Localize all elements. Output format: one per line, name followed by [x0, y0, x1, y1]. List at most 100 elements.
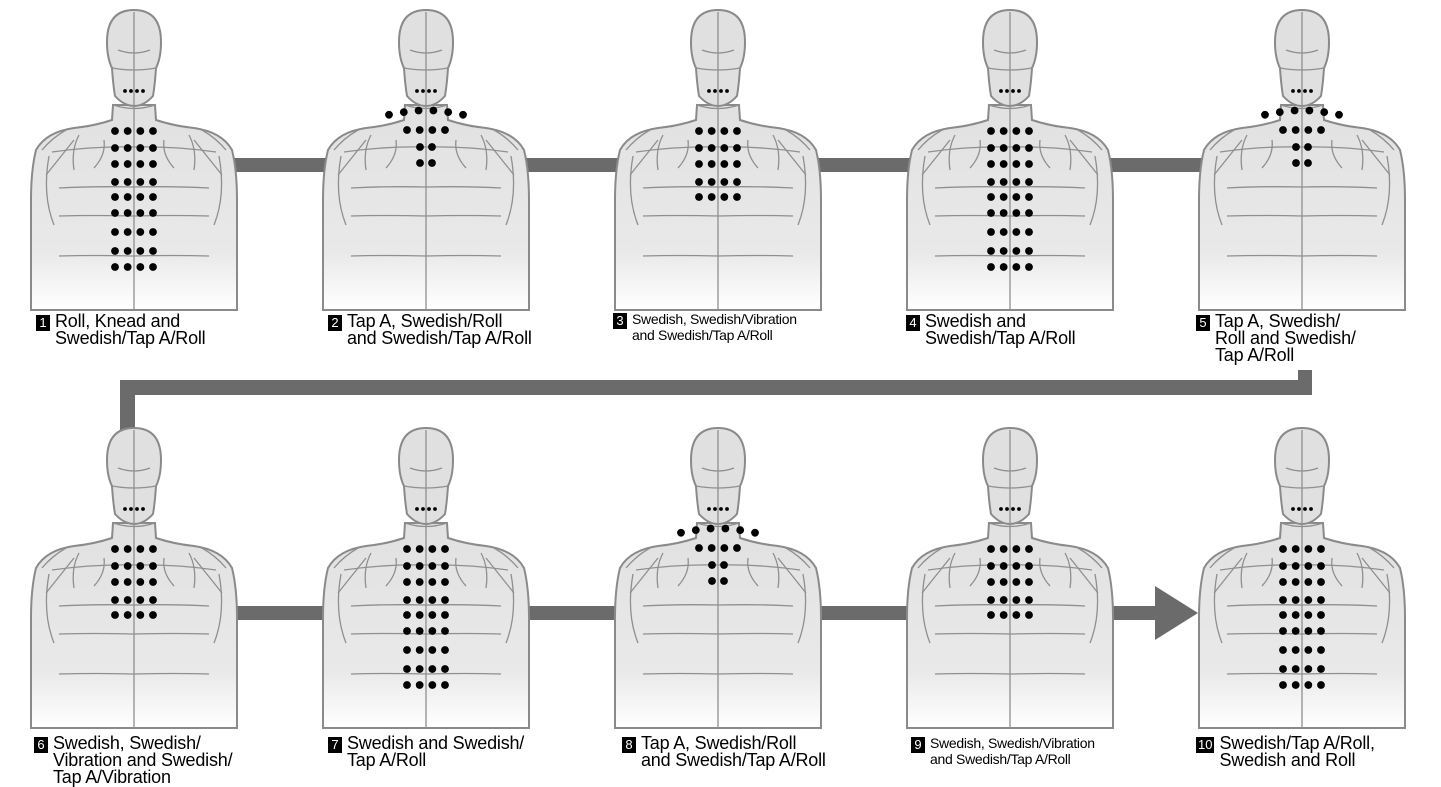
massage-point-dot	[1304, 681, 1312, 689]
massage-point-dot	[1292, 578, 1300, 586]
massage-point-dot	[428, 562, 436, 570]
massage-point-dot	[987, 127, 995, 135]
massage-point-dot	[1279, 562, 1287, 570]
massage-point-dot	[136, 545, 144, 553]
massage-point-dot	[1304, 143, 1312, 151]
massage-point-dot	[111, 144, 119, 152]
massage-point-dot	[149, 209, 157, 217]
massage-point-dot	[111, 228, 119, 236]
body-figure-5	[1199, 10, 1405, 310]
massage-point-dot	[1279, 578, 1287, 586]
massage-point-dot	[987, 193, 995, 201]
massage-point-dot	[400, 108, 408, 116]
massage-point-dot	[428, 627, 436, 635]
massage-point-dot	[1025, 144, 1033, 152]
massage-point-dot	[111, 578, 119, 586]
neck-dot	[713, 89, 717, 93]
step-description: Swedish and Swedish/ Tap A/Roll	[347, 735, 524, 769]
neck-dot	[1291, 507, 1295, 511]
massage-point-dot	[1317, 646, 1325, 654]
massage-point-dot	[1012, 144, 1020, 152]
step-description: Tap A, Swedish/Roll and Swedish/Tap A/Ro…	[641, 735, 826, 769]
neck-dot	[433, 89, 437, 93]
neck-dot	[1303, 507, 1307, 511]
massage-point-dot	[403, 681, 411, 689]
massage-point-dot	[1025, 596, 1033, 604]
massage-point-dot	[1304, 562, 1312, 570]
step-number-badge: 2	[328, 315, 342, 331]
massage-point-dot	[1025, 193, 1033, 201]
massage-point-dot	[1012, 127, 1020, 135]
massage-point-dot	[1012, 596, 1020, 604]
flow-arrow-head	[1155, 586, 1198, 640]
massage-point-dot	[111, 611, 119, 619]
contour-line	[59, 634, 209, 635]
massage-point-dot	[708, 561, 716, 569]
massage-point-dot	[428, 159, 436, 167]
massage-point-dot	[111, 127, 119, 135]
contour-line	[643, 256, 793, 257]
massage-point-dot	[1292, 562, 1300, 570]
step-description: Swedish, Swedish/Vibration and Swedish/T…	[930, 735, 1095, 767]
step-caption-2: 2 Tap A, Swedish/Roll and Swedish/Tap A/R…	[328, 313, 532, 347]
massage-point-dot	[444, 108, 452, 116]
contour-line	[351, 674, 501, 675]
massage-point-dot	[403, 562, 411, 570]
massage-point-dot	[1025, 578, 1033, 586]
massage-point-dot	[1304, 545, 1312, 553]
massage-point-dot	[1317, 596, 1325, 604]
massage-point-dot	[1000, 247, 1008, 255]
massage-point-dot	[987, 178, 995, 186]
massage-point-dot	[441, 126, 449, 134]
massage-point-dot	[1279, 611, 1287, 619]
massage-point-dot	[1000, 127, 1008, 135]
massage-point-dot	[149, 263, 157, 271]
massage-point-dot	[1292, 627, 1300, 635]
neck-dot	[725, 89, 729, 93]
massage-point-dot	[149, 562, 157, 570]
massage-point-dot	[1012, 160, 1020, 168]
massage-point-dot	[987, 160, 995, 168]
neck-dot	[421, 89, 425, 93]
step-description: Tap A, Swedish/Roll and Swedish/Tap A/Ro…	[347, 313, 532, 347]
massage-point-dot	[1000, 193, 1008, 201]
massage-point-dot	[1000, 228, 1008, 236]
contour-line	[351, 634, 501, 635]
massage-point-dot	[1012, 228, 1020, 236]
massage-point-dot	[1025, 160, 1033, 168]
body-figure-2	[323, 10, 529, 310]
massage-point-dot	[1304, 611, 1312, 619]
contour-line	[643, 674, 793, 675]
neck-dot	[1005, 507, 1009, 511]
massage-point-dot	[708, 178, 716, 186]
massage-point-dot	[124, 127, 132, 135]
massage-point-dot	[1317, 627, 1325, 635]
contour-line	[59, 674, 209, 675]
massage-point-dot	[124, 596, 132, 604]
massage-point-dot	[1012, 193, 1020, 201]
step-number-badge: 6	[34, 737, 48, 753]
contour-line	[935, 256, 1085, 257]
massage-point-dot	[1304, 159, 1312, 167]
massage-point-dot	[149, 144, 157, 152]
step-number-badge: 3	[613, 313, 627, 329]
contour-line	[643, 216, 793, 217]
massage-point-dot	[1012, 611, 1020, 619]
massage-point-dot	[987, 263, 995, 271]
massage-point-dot	[111, 263, 119, 271]
massage-point-dot	[428, 646, 436, 654]
step-caption-8: 8Tap A, Swedish/Roll and Swedish/Tap A/R…	[622, 735, 826, 769]
massage-point-dot	[987, 578, 995, 586]
massage-point-dot	[111, 247, 119, 255]
massage-point-dot	[708, 544, 716, 552]
body-figure-7	[323, 428, 529, 728]
massage-point-dot	[720, 144, 728, 152]
step-number-badge: 7	[328, 737, 342, 753]
neck-dot	[415, 507, 419, 511]
neck-dot	[123, 507, 127, 511]
neck-dot	[123, 89, 127, 93]
neck-dot	[433, 507, 437, 511]
massage-point-dot	[415, 107, 423, 115]
massage-point-dot	[149, 193, 157, 201]
